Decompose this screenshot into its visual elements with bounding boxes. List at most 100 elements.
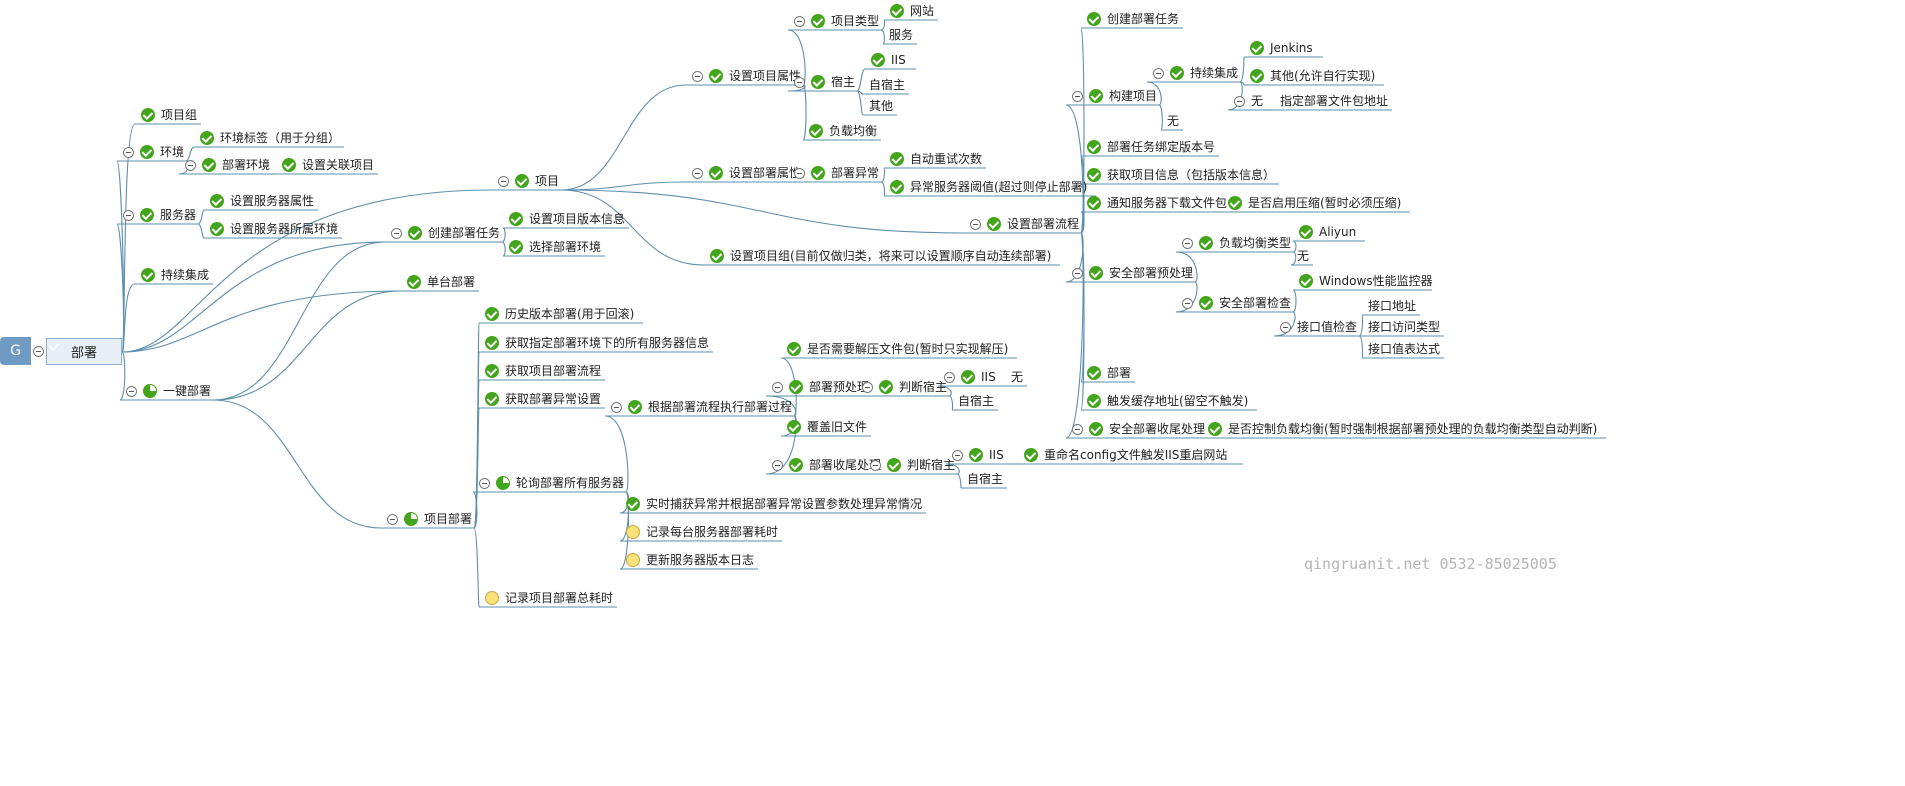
node-project-c3-c5[interactable]: 安全部署预处理: [1072, 263, 1193, 283]
node-create_task-c1[interactable]: 选择部署环境: [509, 237, 601, 257]
node-project-c3-c5-c0-c1[interactable]: 无: [1297, 246, 1309, 266]
node-onekey-c0-c4[interactable]: 轮询部署所有服务器: [479, 473, 624, 493]
collapse-toggle-icon[interactable]: [611, 401, 622, 413]
node-onekey-c0-c4-c0[interactable]: 根据部署流程执行部署过程: [611, 397, 792, 417]
node-project-c3-c8-c0[interactable]: 是否控制负载均衡(暂时强制根据部署预处理的负载均衡类型自动判断): [1208, 419, 1597, 439]
collapse-toggle-icon[interactable]: [1182, 237, 1193, 249]
node-left-1-c1[interactable]: 部署环境: [185, 155, 270, 175]
collapse-toggle-icon[interactable]: [1072, 423, 1083, 435]
collapse-toggle-icon[interactable]: [123, 209, 134, 221]
collapse-toggle-icon[interactable]: [185, 159, 196, 171]
node-project-c3-c1-c1[interactable]: 无: [1167, 111, 1179, 131]
node-project-c0[interactable]: 设置项目属性: [692, 66, 801, 86]
node-create_task-c0[interactable]: 设置项目版本信息: [509, 209, 625, 229]
node-onekey-c0-c3[interactable]: 获取部署异常设置: [485, 389, 601, 409]
node-onekey-c0-c4-c0-c3[interactable]: 部署收尾处理: [772, 455, 881, 475]
node-onekey-c0-c4-c0-c1-c0-c0[interactable]: IIS: [944, 367, 996, 387]
node-project-c3-c2[interactable]: 部署任务绑定版本号: [1087, 137, 1215, 157]
node-project-c0-c0-c0[interactable]: 网站: [890, 1, 934, 21]
node-project-c0-c2[interactable]: 负载均衡: [809, 121, 877, 141]
node-project-c3-c1-c0-c2[interactable]: 无: [1234, 91, 1263, 111]
root-collapse-toggle[interactable]: [33, 346, 44, 357]
collapse-toggle-icon[interactable]: [862, 381, 873, 393]
node-left-2[interactable]: 服务器: [123, 205, 196, 225]
node-project-c3-c1[interactable]: 构建项目: [1072, 86, 1157, 106]
node-onekey-c0-c0[interactable]: 历史版本部署(用于回滚): [485, 304, 634, 324]
node-project-c0-c1[interactable]: 宿主: [794, 72, 855, 92]
node-project-c3-c4[interactable]: 通知服务器下载文件包: [1087, 193, 1227, 213]
node-project-c3-c5-c1-c0[interactable]: Windows性能监控器: [1299, 271, 1433, 291]
collapse-toggle-icon[interactable]: [772, 459, 783, 471]
node-onekey-c0-c4-c0-c0[interactable]: 是否需要解压文件包(暂时只实现解压): [787, 339, 1008, 359]
collapse-toggle-icon[interactable]: [772, 381, 783, 393]
node-onekey-c0-c4-c0-c3-c0-c0[interactable]: IIS: [952, 445, 1004, 465]
node-left-0[interactable]: 项目组: [141, 105, 197, 125]
node-onekey-c0-c4-c2[interactable]: 记录每台服务器部署耗时: [626, 522, 778, 542]
node-onekey-c0-c4-c0-c1[interactable]: 部署预处理: [772, 377, 869, 397]
node-project[interactable]: 项目: [498, 171, 559, 191]
node-left-2-c0[interactable]: 设置服务器属性: [210, 191, 314, 211]
node-project-c3-c5-c0-c0[interactable]: Aliyun: [1299, 222, 1356, 242]
collapse-toggle-icon[interactable]: [944, 371, 955, 383]
node-onekey-c0-c1[interactable]: 获取指定部署环境下的所有服务器信息: [485, 333, 709, 353]
node-onekey[interactable]: 一键部署: [126, 381, 211, 401]
node-single[interactable]: 单台部署: [407, 272, 475, 292]
node-project-c3-c5-c0[interactable]: 负载均衡类型: [1182, 233, 1291, 253]
collapse-toggle-icon[interactable]: [1234, 95, 1245, 107]
map-badge[interactable]: G: [0, 337, 31, 365]
node-project-c3-c1-c0-c1[interactable]: 其他(允许自行实现): [1250, 66, 1375, 86]
node-onekey-c0-c4-c0-c3-c0[interactable]: 判断宿主: [870, 455, 955, 475]
collapse-toggle-icon[interactable]: [692, 70, 703, 82]
node-onekey-c0-c4-c0-c1-c0[interactable]: 判断宿主: [862, 377, 947, 397]
node-project-c1-c0-c1[interactable]: 异常服务器阈值(超过则停止部署): [890, 177, 1087, 197]
node-project-c3-c1-c0-c2-c0[interactable]: 指定部署文件包地址: [1280, 91, 1388, 111]
node-project-c1-c0-c0[interactable]: 自动重试次数: [890, 149, 982, 169]
node-project-c3-c1-c0-c0[interactable]: Jenkins: [1250, 38, 1313, 58]
node-onekey-c0-c4-c0-c3-c0-c0-c0[interactable]: 重命名config文件触发IIS重启网站: [1024, 445, 1227, 465]
node-onekey-c0-c4-c0-c2[interactable]: 覆盖旧文件: [787, 417, 867, 437]
collapse-toggle-icon[interactable]: [123, 146, 134, 158]
collapse-toggle-icon[interactable]: [794, 15, 805, 27]
node-left-3[interactable]: 持续集成: [141, 265, 209, 285]
collapse-toggle-icon[interactable]: [870, 459, 881, 471]
node-project-c3[interactable]: 设置部署流程: [970, 214, 1079, 234]
node-project-c0-c1-c0[interactable]: IIS: [871, 50, 906, 70]
collapse-toggle-icon[interactable]: [1072, 267, 1083, 279]
collapse-toggle-icon[interactable]: [1153, 67, 1164, 79]
collapse-toggle-icon[interactable]: [692, 167, 703, 179]
collapse-toggle-icon[interactable]: [126, 385, 137, 397]
collapse-toggle-icon[interactable]: [1182, 297, 1193, 309]
collapse-toggle-icon[interactable]: [479, 477, 490, 489]
node-project-c3-c1-c0[interactable]: 持续集成: [1153, 63, 1238, 83]
node-project-c3-c5-c1-c1-c2[interactable]: 接口值表达式: [1368, 339, 1440, 359]
node-left-1[interactable]: 环境: [123, 142, 184, 162]
node-left-1-c1-c0[interactable]: 设置关联项目: [282, 155, 374, 175]
node-project-c3-c6[interactable]: 部署: [1087, 363, 1131, 383]
node-project-c0-c1-c2[interactable]: 其他: [869, 96, 893, 116]
root-node[interactable]: 部署: [46, 338, 122, 365]
node-project-c1[interactable]: 设置部署属性: [692, 163, 801, 183]
node-project-c3-c3[interactable]: 获取项目信息（包括版本信息）: [1087, 165, 1275, 185]
collapse-toggle-icon[interactable]: [1280, 321, 1291, 333]
node-project-c0-c1-c1[interactable]: 自宿主: [869, 75, 905, 95]
collapse-toggle-icon[interactable]: [794, 167, 805, 179]
node-onekey-c0[interactable]: 项目部署: [387, 509, 472, 529]
node-project-c3-c5-c1-c1-c0[interactable]: 接口地址: [1368, 296, 1416, 316]
node-create_task[interactable]: 创建部署任务: [391, 223, 500, 243]
node-project-c0-c0[interactable]: 项目类型: [794, 11, 879, 31]
node-onekey-c0-c4-c3[interactable]: 更新服务器版本日志: [626, 550, 754, 570]
collapse-toggle-icon[interactable]: [952, 449, 963, 461]
collapse-toggle-icon[interactable]: [498, 175, 509, 187]
node-project-c3-c7[interactable]: 触发缓存地址(留空不触发): [1087, 391, 1248, 411]
collapse-toggle-icon[interactable]: [387, 513, 398, 525]
node-onekey-c0-c2[interactable]: 获取项目部署流程: [485, 361, 601, 381]
node-project-c3-c4-c0[interactable]: 是否启用压缩(暂时必须压缩): [1228, 193, 1401, 213]
node-onekey-c0-c4-c0-c1-c0-c0-c0[interactable]: 无: [1011, 367, 1023, 387]
node-project-c3-c5-c1-c1[interactable]: 接口值检查: [1280, 317, 1357, 337]
node-onekey-c0-c4-c0-c3-c0-c1[interactable]: 自宿主: [967, 469, 1003, 489]
node-onekey-c0-c5[interactable]: 记录项目部署总耗时: [485, 588, 613, 608]
node-project-c1-c0[interactable]: 部署异常: [794, 163, 879, 183]
node-project-c3-c5-c1-c1-c1[interactable]: 接口访问类型: [1368, 317, 1440, 337]
node-project-c3-c0[interactable]: 创建部署任务: [1087, 9, 1179, 29]
node-project-c0-c0-c1[interactable]: 服务: [889, 25, 913, 45]
